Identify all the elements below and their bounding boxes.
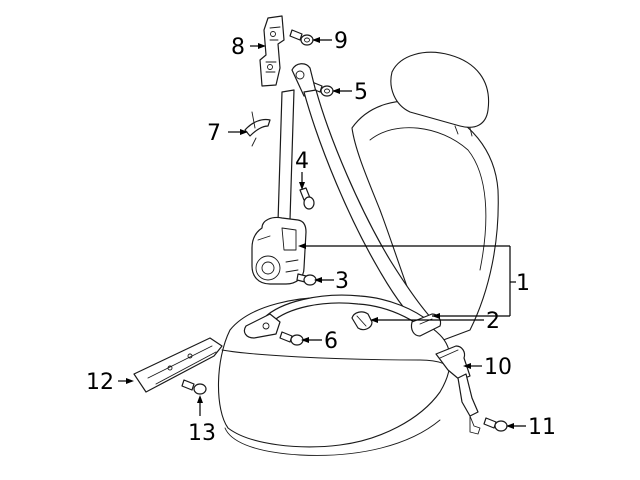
upper-bracket-part	[259, 15, 285, 87]
callout-5: 5	[354, 80, 368, 105]
callout-12: 12	[86, 370, 114, 395]
callout-3: 3	[335, 269, 349, 294]
seat-headrest	[390, 51, 490, 128]
buckle-part	[435, 345, 481, 435]
callout-13: 13	[188, 421, 216, 446]
callout-1: 1	[516, 271, 530, 296]
bolt-part-5	[309, 81, 334, 97]
lap-anchor	[243, 313, 281, 339]
callout-10: 10	[484, 355, 512, 380]
leader-lines	[118, 37, 526, 429]
callout-11: 11	[528, 415, 556, 440]
seat	[217, 51, 499, 456]
bolt-part-13	[181, 379, 207, 395]
retractor-webbing	[277, 89, 295, 223]
callout-6: 6	[324, 329, 338, 354]
bolt-part-4	[299, 187, 315, 210]
bolt-part-9	[289, 29, 314, 46]
callout-9: 9	[334, 29, 348, 54]
callout-labels: 1 2 3 4 5 6 7 8 9 10 11 12 13	[86, 29, 556, 446]
belt-assembly	[243, 63, 442, 339]
clip-part	[244, 111, 271, 147]
bolt-part-11	[483, 417, 508, 432]
bolt-part-3	[296, 273, 317, 286]
callout-7: 7	[207, 121, 221, 146]
callout-8: 8	[231, 35, 245, 60]
lower-rail-part	[133, 337, 223, 393]
callout-2: 2	[486, 309, 500, 334]
callout-4: 4	[295, 149, 309, 174]
webbing-guide-part	[351, 311, 373, 331]
